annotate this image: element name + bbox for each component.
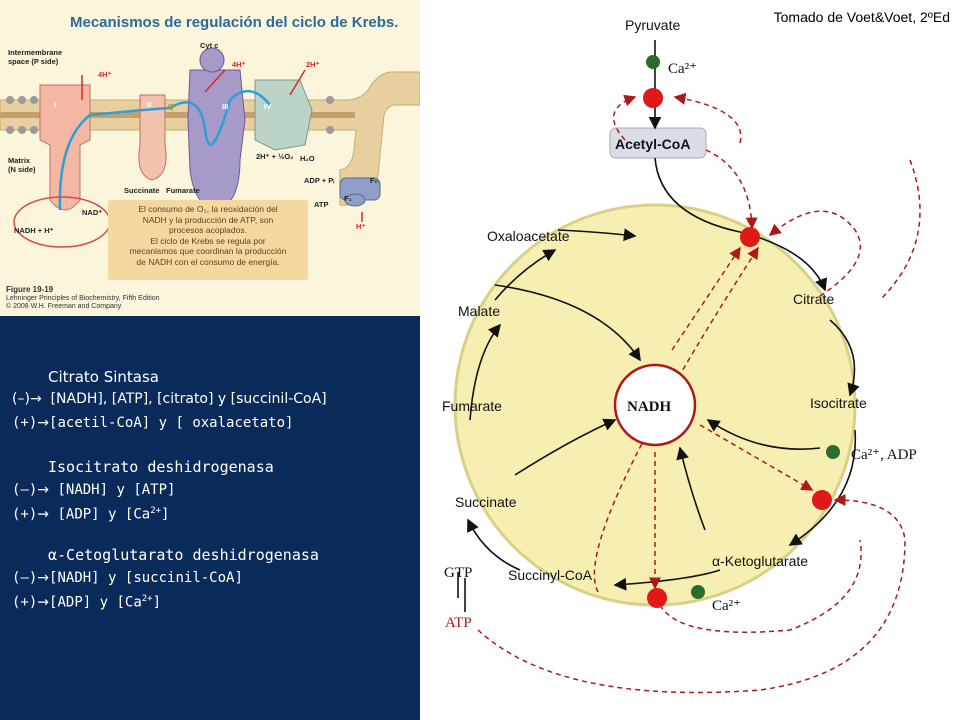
cyt-c-label: Cyt c <box>200 41 219 50</box>
figure-caption: Figure 19-19 Lehninger Principles of Bio… <box>6 285 160 311</box>
citrate-label: Citrate <box>793 291 834 307</box>
complex-IV-label: IV <box>264 102 272 111</box>
matrix-label: Matrix(N side) <box>8 156 36 174</box>
isocitrate-dh-positive: (+)→ [ADP] y [Ca2+] <box>12 506 170 523</box>
inhibitor-dot-citrate-synthase <box>740 227 760 247</box>
krebs-cycle-diagram: Pyruvate Ca²⁺ Acetyl-CoA Oxaloacetate Ci… <box>442 17 921 694</box>
akg-dh-title: α-Cetoglutarato deshidrogenasa <box>48 546 319 564</box>
ca-top-label: Ca²⁺ <box>668 61 697 77</box>
h-out-label: H⁺ <box>356 222 366 231</box>
nadh-label: NADH <box>627 399 671 415</box>
gtp-label: GTP <box>444 565 472 581</box>
isocitrate-label: Isocitrate <box>810 395 867 411</box>
succinate-label: Succinate <box>455 494 517 510</box>
regulation-panel: Citrato Sintasa (–)→ [NADH], [ATP], [cit… <box>0 316 420 720</box>
ca-adp-label: Ca²⁺, ADP <box>851 447 917 463</box>
f1-label: F₁ <box>344 194 352 203</box>
nadh-label: NADH + H⁺ <box>14 226 54 235</box>
inhibitor-dot-akg-dh <box>647 588 667 608</box>
membrane-illustration <box>0 47 420 248</box>
membrane-figure: Mecanismos de regulación del ciclo de Kr… <box>0 0 420 316</box>
fumarate-label: Fumarate <box>166 186 200 195</box>
activator-dot-isocitrate <box>826 445 840 459</box>
activator-dot-akg <box>691 585 705 599</box>
citrate-synthase-positive: (+)→[acetil-CoA] y [ oxalacetato] <box>12 415 294 431</box>
oxygen-label: 2H⁺ + ½O₂ <box>256 152 294 161</box>
figure-note: El consumo de O₂, la reoxidación del NAD… <box>108 200 308 280</box>
pyruvate-label: Pyruvate <box>625 17 680 33</box>
q-label: Q <box>168 102 174 111</box>
activator-dot-pyruvate <box>646 55 660 69</box>
fumarate-label: Fumarate <box>442 398 502 414</box>
acetyl-coa-label: Acetyl-CoA <box>615 136 690 152</box>
complex-I-label: I <box>54 100 57 109</box>
succinyl-coa-label: Succinyl-CoA <box>508 567 593 583</box>
akg-label: α-Ketoglutarate <box>712 553 808 569</box>
h2-label: 2H⁺ <box>306 60 320 69</box>
citrate-synthase-title: Citrato Sintasa <box>48 368 159 386</box>
atp-label: ATP <box>314 200 329 209</box>
akg-dh-positive: (+)→[ADP] y [Ca2+] <box>12 594 162 611</box>
h4-label-1: 4H⁺ <box>98 70 112 79</box>
inhibitor-dot-pdh <box>643 88 663 108</box>
ca-bottom-label: Ca²⁺ <box>712 598 741 614</box>
fo-label: F₀ <box>370 176 378 185</box>
complex-III-label: III <box>222 102 229 111</box>
nad-label: NAD⁺ <box>82 208 103 217</box>
atp-label: ATP <box>445 615 472 631</box>
succinate-label: Succinate <box>124 186 160 195</box>
oxaloacetate-label: Oxaloacetate <box>487 228 570 244</box>
citrate-synthase-negative: (–)→ [NADH], [ATP], [citrato] y [succini… <box>12 391 327 407</box>
source-credit: Tomado de Voet&Voet, 2ºEd <box>773 9 950 25</box>
akg-dh-negative: (–)→[NADH] y [succinil-CoA] <box>12 570 243 586</box>
figure-title: Mecanismos de regulación del ciclo de Kr… <box>70 14 399 31</box>
adp-label: ADP + Pᵢ <box>304 176 335 185</box>
isocitrate-dh-negative: (–)→ [NADH] y [ATP] <box>12 482 176 498</box>
water-label: H₂O <box>300 154 315 163</box>
h4-label-2: 4H⁺ <box>232 60 246 69</box>
inhibitor-dot-isocitrate-dh <box>812 490 832 510</box>
malate-label: Malate <box>458 303 500 319</box>
isocitrate-dh-title: Isocitrato deshidrogenasa <box>48 458 274 476</box>
nadh-node <box>613 363 697 447</box>
complex-II-label: II <box>147 100 152 109</box>
